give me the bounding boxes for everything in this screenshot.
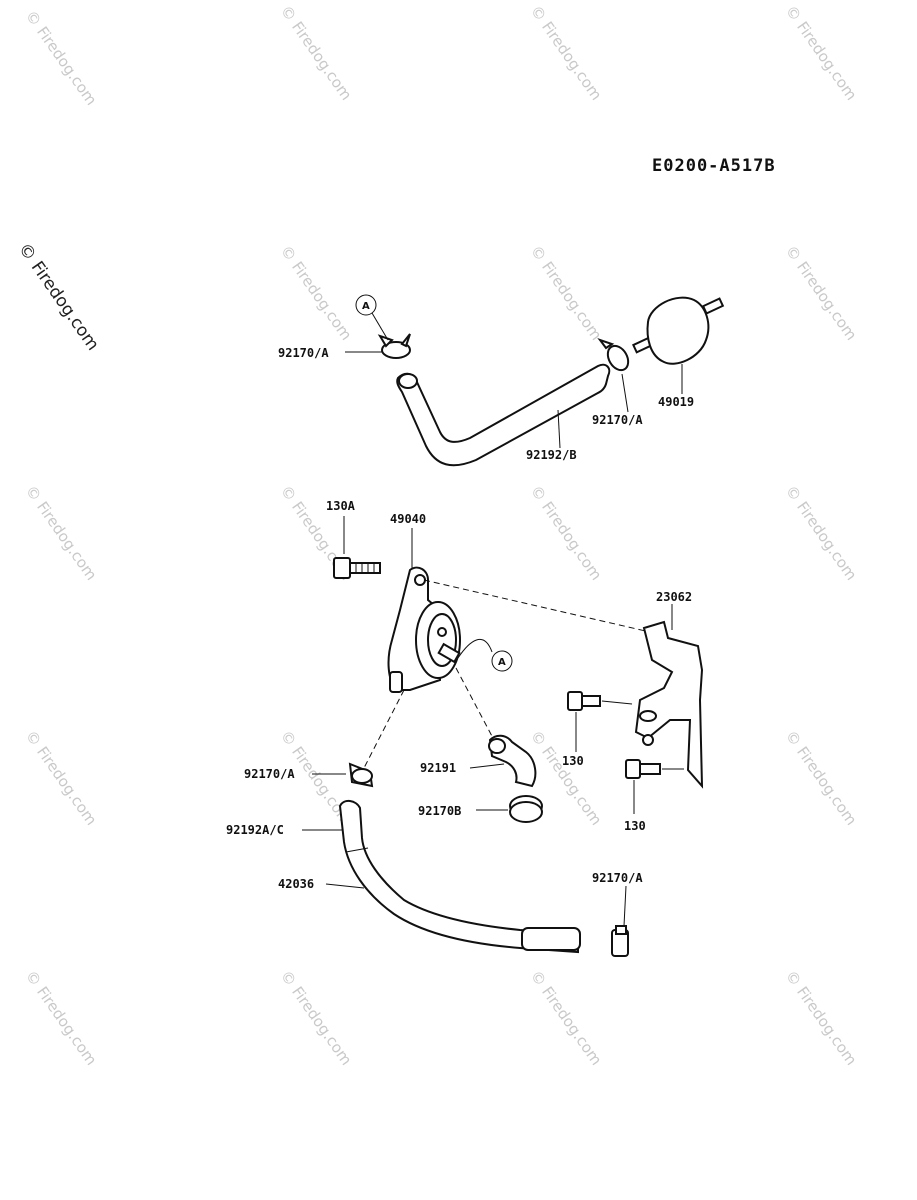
watermark: © Firedog.com — [527, 967, 606, 1069]
watermark: © Firedog.com — [22, 727, 101, 829]
clamp-top-right — [597, 338, 630, 372]
bolt-130-lower — [625, 759, 661, 779]
hose-92191 — [488, 734, 537, 788]
label-92192b: 92192/B — [526, 448, 577, 462]
label-92170a-bottom-right: 92170/A — [592, 871, 643, 885]
watermark: © Firedog.com — [782, 967, 861, 1069]
ref-circle-a-top — [355, 294, 377, 316]
ref-mark-a: A — [498, 657, 506, 668]
clamp-bottom-right — [611, 925, 629, 957]
diagram-code: E0200-A517B — [652, 156, 776, 176]
label-92170a-top-left: 92170/A — [278, 346, 329, 360]
hose-end — [398, 373, 418, 389]
label-23062: 23062 — [656, 590, 692, 604]
hose-92192b — [396, 363, 611, 467]
label-92170b: 92170B — [418, 804, 461, 818]
label-92170a-top-right: 92170/A — [592, 413, 643, 427]
label-49019: 49019 — [658, 395, 694, 409]
watermark: © Firedog.com — [22, 7, 101, 109]
watermark: © Firedog.com — [277, 967, 356, 1069]
ref-mark-a: A — [362, 301, 370, 312]
watermark: © Firedog.com — [277, 2, 356, 104]
clamp-top-left — [377, 333, 411, 359]
watermark: © Firedog.com — [22, 967, 101, 1069]
watermark-left: © Firedog.com — [14, 239, 103, 354]
watermark: © Firedog.com — [527, 2, 606, 104]
watermark: © Firedog.com — [782, 482, 861, 584]
watermark: © Firedog.com — [527, 482, 606, 584]
label-92170a-mid-left: 92170/A — [244, 767, 295, 781]
bolt-130a — [333, 557, 381, 579]
ref-circle-a-pump — [491, 650, 513, 672]
watermark: © Firedog.com — [22, 482, 101, 584]
watermark: © Firedog.com — [782, 2, 861, 104]
watermark: © Firedog.com — [527, 242, 606, 344]
hose-42036 — [338, 800, 581, 954]
label-130-upper: 130 — [562, 754, 584, 768]
clamp-92170b — [509, 795, 543, 823]
bolt-130-upper — [567, 691, 601, 711]
label-130a: 130A — [326, 499, 356, 513]
label-42036: 42036 — [278, 877, 314, 891]
label-49040: 49040 — [390, 512, 426, 526]
label-92192ac: 92192A/C — [226, 823, 284, 837]
bracket-23062 — [634, 620, 704, 789]
clamp-mid-left — [348, 762, 374, 788]
watermark: © Firedog.com — [277, 242, 356, 344]
fuel-filter — [632, 296, 725, 365]
label-92191: 92191 — [420, 761, 456, 775]
watermark: © Firedog.com — [782, 727, 861, 829]
watermark: © Firedog.com — [782, 242, 861, 344]
label-130-lower: 130 — [624, 819, 646, 833]
fuel-pump — [387, 566, 461, 693]
